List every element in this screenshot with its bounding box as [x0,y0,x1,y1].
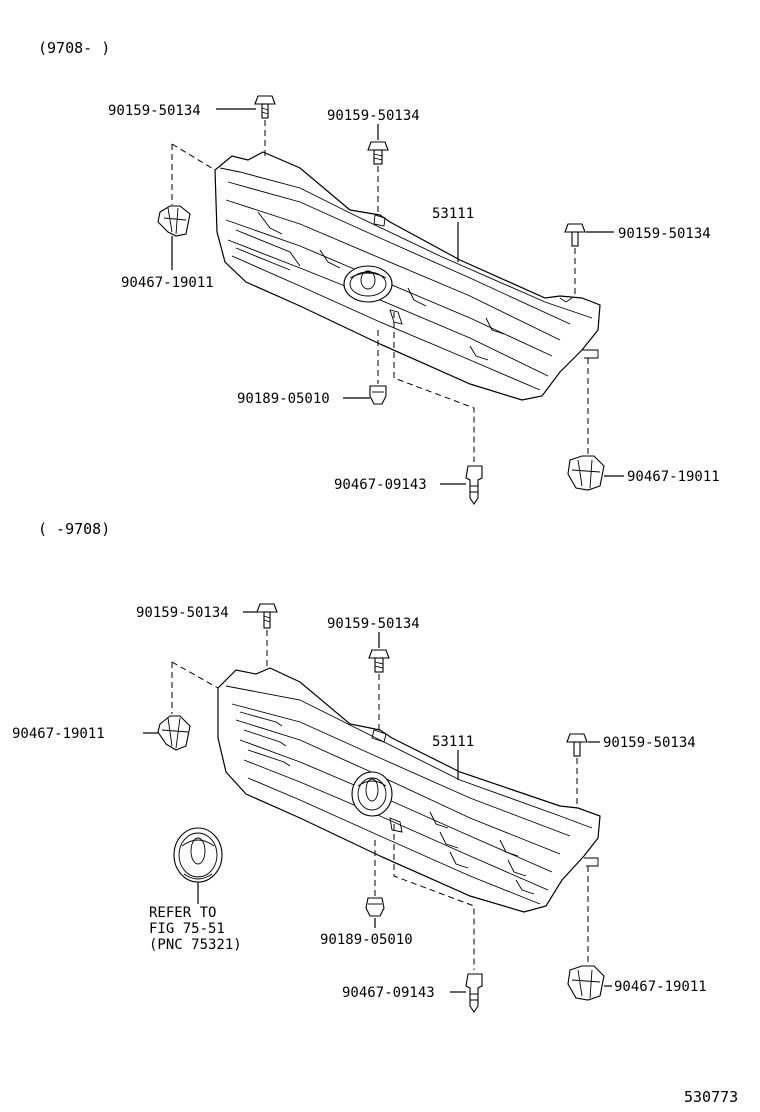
upper-nut: 90189-05010 [237,330,387,407]
upper-clip-right: 90467-19011 [567,358,720,491]
lower-bolt-right: 90159-50134 [566,733,696,808]
lower-label-clip-left: 90467-19011 [12,726,105,742]
upper-label-bolt-left: 90159-50134 [108,103,201,119]
upper-bolt-right: 90159-50134 [564,223,711,298]
upper-rivet: 90467-09143 [334,312,483,505]
lower-grille [217,667,601,913]
lower-bolt-center: 90159-50134 [327,616,420,730]
upper-label-rivet: 90467-09143 [334,477,427,493]
lower-emblem-reference: REFER TO FIG 75-51 (PNC 75321) [149,827,242,953]
upper-grille [214,151,601,401]
upper-label-bolt-center: 90159-50134 [327,108,420,124]
upper-label-grille: 53111 [432,206,474,222]
lower-rivet: 90467-09143 [342,824,483,1013]
lower-label-bolt-center: 90159-50134 [327,616,420,632]
lower-bolt-left: 90159-50134 [136,603,278,670]
lower-note-line2: FIG 75-51 [149,921,225,937]
lower-label-clip-right: 90467-19011 [614,979,707,995]
upper-grille-callout: 53111 [432,206,474,262]
lower-clip-left: 90467-19011 [12,661,219,751]
lower-note-line3: (PNC 75321) [149,937,242,953]
upper-bolt-left: 90159-50134 [108,95,276,160]
lower-note-line1: REFER TO [149,905,216,921]
upper-label-bolt-right: 90159-50134 [618,226,711,242]
lower-label-nut: 90189-05010 [320,932,413,948]
figure-id: 530773 [684,1088,738,1106]
upper-header: (9708- ) [38,39,110,57]
lower-section: ( -9708) [12,520,707,1013]
lower-label-grille: 53111 [432,734,474,750]
upper-label-clip-left: 90467-19011 [121,275,214,291]
upper-section: (9708- ) [38,39,720,505]
upper-label-nut: 90189-05010 [237,391,330,407]
lower-label-rivet: 90467-09143 [342,985,435,1001]
upper-clip-left: 90467-19011 [121,143,216,291]
upper-label-clip-right: 90467-19011 [627,469,720,485]
lower-nut: 90189-05010 [320,840,413,948]
lower-grille-callout: 53111 [432,734,474,780]
lower-label-bolt-left: 90159-50134 [136,605,229,621]
lower-label-bolt-right: 90159-50134 [603,735,696,751]
lower-clip-right: 90467-19011 [567,866,707,1001]
lower-header: ( -9708) [38,520,110,538]
upper-bolt-center: 90159-50134 [327,108,420,214]
